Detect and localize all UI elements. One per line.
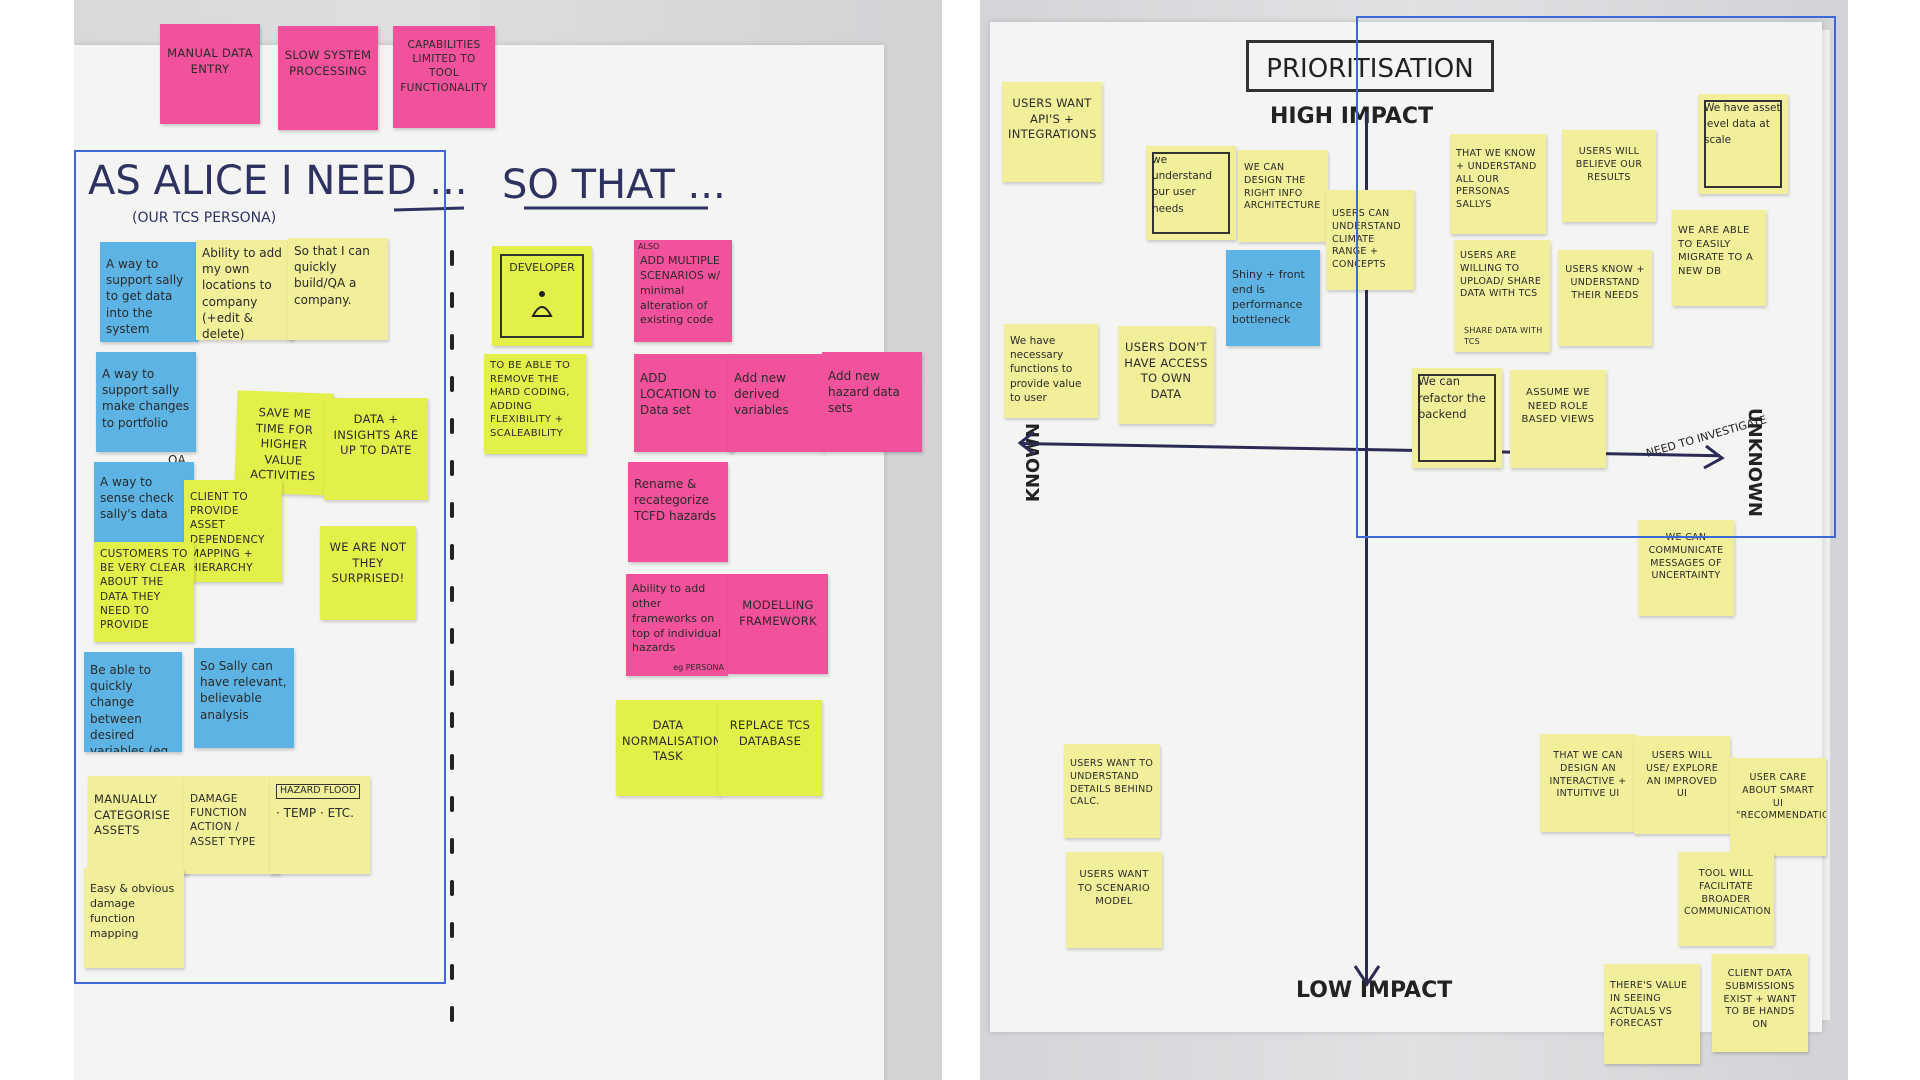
sticky-note-climate-concepts: USERS CAN UNDERSTAND CLIMATE RANGE + CON… bbox=[1326, 190, 1414, 290]
sticky-note-remove-hard-coding: TO BE ABLE TO REMOVE THE HARD CODING, AD… bbox=[484, 354, 586, 454]
sticky-note-hazard-data-sets: Add new hazard data sets bbox=[822, 352, 922, 452]
sticky-note-know-personas: THAT WE KNOW + UNDERSTAND ALL OUR PERSON… bbox=[1450, 134, 1546, 234]
share-data-tcs-label: SHARE DATA WITH TCS bbox=[1464, 326, 1543, 347]
title-so-that: SO THAT ... bbox=[502, 162, 726, 208]
sticky-note-users-know-needs: USERS KNOW + UNDERSTAND THEIR NEEDS bbox=[1558, 250, 1652, 346]
sticky-note-believable-analysis: So Sally can have relevant, believable a… bbox=[194, 648, 294, 748]
subtitle-tcs-persona: (OUR TCS PERSONA) bbox=[132, 210, 277, 226]
title-underline bbox=[394, 206, 708, 212]
vertical-axis bbox=[1365, 112, 1368, 982]
sticky-note-damage-function: DAMAGE FUNCTION ACTION / ASSET TYPE bbox=[184, 776, 280, 874]
sticky-note-smart-ui: USER CARE ABOUT SMART UI "RECOMMENDATION… bbox=[1730, 758, 1826, 856]
sticky-note-understand-calc: USERS WANT TO UNDERSTAND DETAILS BEHIND … bbox=[1064, 744, 1160, 838]
selection-box-left bbox=[74, 150, 446, 984]
dashed-divider bbox=[450, 250, 454, 1048]
sticky-note-interactive-ui: THAT WE CAN DESIGN AN INTERACTIVE + INTU… bbox=[1540, 734, 1636, 832]
sticky-note-data-insights-up-to-date: DATA + INSIGHTS ARE UP TO DATE bbox=[324, 398, 428, 500]
sticky-note-add-location: ADD LOCATION to Data set bbox=[634, 354, 734, 452]
sticky-note-believe-results: USERS WILL BELIEVE OUR RESULTS bbox=[1562, 130, 1656, 222]
asset-level-data-text: We have asset level data at scale bbox=[1704, 102, 1781, 147]
sticky-note-rename-tcfd-hazards: Rename & recategorize TCFD hazards bbox=[628, 462, 728, 562]
sticky-note-damage-function-mapping: Easy & obvious damage function mapping bbox=[84, 868, 184, 968]
sticky-note-share-data-tcs: USERS ARE WILLING TO UPLOAD/ SHARE DATA … bbox=[1454, 240, 1550, 352]
sticky-note-add-multiple-scenarios: ALSO ADD MULTIPLE SCENARIOS w/ minimal a… bbox=[634, 240, 732, 342]
sticky-note-derived-variables: Add new derived variables bbox=[728, 354, 824, 452]
sticky-note-info-architecture: WE CAN DESIGN THE RIGHT INFO ARCHITECTUR… bbox=[1238, 150, 1328, 242]
sticky-note-migrate-new-db: WE ARE ABLE TO EASILY MIGRATE TO A NEW D… bbox=[1672, 210, 1766, 306]
sticky-note-actuals-vs-forecast: THERE'S VALUE IN SEEING ACTUALS VS FOREC… bbox=[1604, 964, 1700, 1064]
sticky-note-role-based-views: ASSUME WE NEED ROLE BASED VIEWS bbox=[1510, 370, 1606, 468]
sticky-note-broader-communication: TOOL WILL FACILITATE BROADER COMMUNICATI… bbox=[1678, 852, 1774, 946]
sticky-note-not-surprised: WE ARE NOT THEY SURPRISED! bbox=[320, 526, 416, 620]
title-as-alice-i-need: AS ALICE I NEED ... bbox=[88, 158, 468, 204]
other-frameworks-text: Ability to add other frameworks on top o… bbox=[632, 582, 722, 655]
eg-persona-label: eg PERSONA bbox=[673, 663, 724, 673]
sticky-note-slow-system-processing: SLOW SYSTEM PROCESSING bbox=[278, 26, 378, 130]
label-high-impact: HIGH IMPACT bbox=[1270, 104, 1434, 129]
sticky-note-client-asset-mapping: CLIENT TO PROVIDE ASSET DEPENDENCY MAPPI… bbox=[184, 480, 282, 582]
sticky-note-improved-ui: USERS WILL USE/ EXPLORE AN IMPROVED UI bbox=[1634, 736, 1730, 834]
sticky-note-asset-level-data: We have asset level data at scale bbox=[1698, 94, 1788, 194]
selection-box-right bbox=[1356, 16, 1836, 538]
sticky-note-sally-portfolio-changes: A way to support sally make changes to p… bbox=[96, 352, 196, 452]
sticky-note-other-frameworks: Ability to add other frameworks on top o… bbox=[626, 574, 728, 676]
understand-user-needs-text: we understand our user needs bbox=[1152, 154, 1213, 215]
sticky-note-modelling-framework: MODELLING FRAMEWORK bbox=[728, 574, 828, 674]
also-label: ALSO bbox=[638, 242, 660, 251]
sticky-note-no-access-own-data: USERS DON'T HAVE ACCESS TO OWN DATA bbox=[1118, 326, 1214, 424]
sticky-note-refactor-backend: We can refactor the backend bbox=[1412, 368, 1502, 468]
sticky-note-hazard-types: HAZARD FLOOD · TEMP · ETC. bbox=[270, 776, 370, 874]
sticky-note-add-locations: Ability to add my own locations to compa… bbox=[196, 240, 294, 340]
sticky-note-scenario-model: USERS WANT TO SCENARIO MODEL bbox=[1066, 852, 1162, 948]
add-multiple-scenarios-text: ADD MULTIPLE SCENARIOS w/ minimal altera… bbox=[640, 254, 721, 327]
person-icon bbox=[531, 291, 553, 317]
sticky-note-customers-clear-data: CUSTOMERS TO BE VERY CLEAR ABOUT THE DAT… bbox=[94, 542, 194, 642]
right-board-photo: PRIORITISATION HIGH IMPACT LOW IMPACT KN… bbox=[980, 0, 1848, 1080]
sticky-note-developer-persona: DEVELOPER bbox=[492, 246, 592, 346]
prioritisation-title: PRIORITISATION bbox=[1246, 40, 1494, 92]
sticky-note-capabilities-limited: CAPABILITIES LIMITED TO TOOL FUNCTIONALI… bbox=[393, 26, 495, 128]
sticky-note-change-variables: Be able to quickly change between desire… bbox=[84, 652, 182, 752]
sticky-note-data-normalisation: DATA NORMALISATION TASK bbox=[616, 700, 720, 796]
developer-label: DEVELOPER bbox=[509, 261, 575, 274]
sticky-note-manual-data-entry: MANUAL DATA ENTRY bbox=[160, 24, 260, 124]
sticky-note-users-want-apis: USERS WANT API's + integrations bbox=[1002, 82, 1102, 182]
sticky-note-replace-tcs-database: REPLACE TCS DATABASE bbox=[718, 700, 822, 796]
sticky-note-so-that-build-qa: So that I can quickly build/QA a company… bbox=[288, 238, 388, 340]
left-board-photo: MANUAL DATA ENTRY SLOW SYSTEM PROCESSING… bbox=[74, 0, 942, 1080]
hazard-list: · TEMP · ETC. bbox=[276, 805, 354, 820]
sticky-note-client-data-submissions: CLIENT DATA SUBMISSIONS EXIST + WANT TO … bbox=[1712, 954, 1808, 1052]
hazard-flood-label: HAZARD FLOOD bbox=[276, 784, 361, 799]
sticky-note-necessary-functions: We have necessary functions to provide v… bbox=[1004, 324, 1098, 418]
sticky-note-support-sally-data: A way to support sally to get data into … bbox=[100, 242, 198, 342]
refactor-backend-text: We can refactor the backend bbox=[1418, 374, 1486, 422]
sticky-note-understand-user-needs: we understand our user needs bbox=[1146, 146, 1236, 240]
sticky-note-shiny-bottleneck: Shiny + front end is performance bottlen… bbox=[1226, 250, 1320, 346]
label-low-impact: LOW IMPACT bbox=[1296, 978, 1453, 1003]
sticky-note-categorise-assets: MANUALLY CATEGORISE ASSETS bbox=[88, 776, 188, 874]
axis-arrowheads bbox=[1017, 430, 1725, 987]
willing-share-text: USERS ARE WILLING TO UPLOAD/ SHARE DATA … bbox=[1460, 250, 1542, 300]
